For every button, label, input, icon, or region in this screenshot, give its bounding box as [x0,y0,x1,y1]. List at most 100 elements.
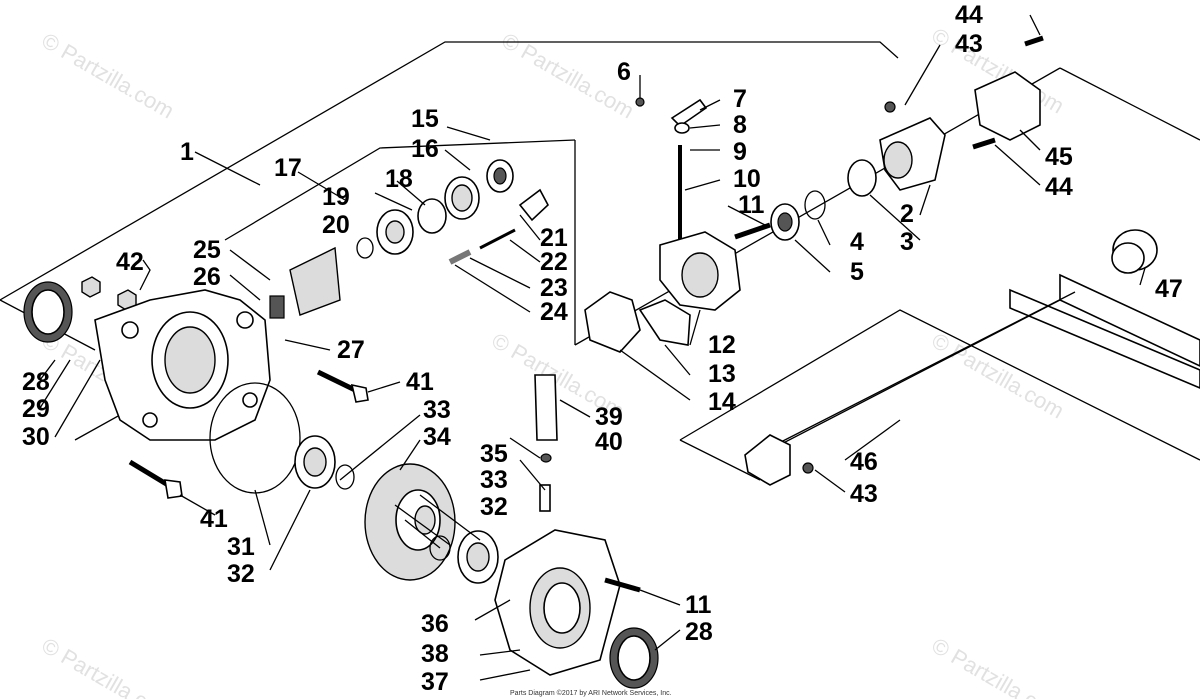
yoke-45 [974,71,1041,141]
callout-5: 5 [850,258,864,286]
callout-30: 30 [22,423,50,451]
callout-46: 46 [850,448,878,476]
callout-25: 25 [193,236,221,264]
callout-34: 34 [423,423,451,451]
spring-23-24 [448,228,516,265]
callout-45: 45 [1045,143,1073,171]
watermark-6: © Partzilla.com [928,328,1069,424]
callout-31: 31 [227,533,255,561]
ring-gear-34 [364,463,456,581]
bearing-19 [376,209,414,255]
callout-3: 3 [900,228,914,256]
shift-fork-21 [518,188,549,222]
o-ring-31 [209,382,301,494]
callout-23: 23 [540,274,568,302]
callout-1: 1 [180,138,194,166]
callout-10: 10 [733,165,761,193]
assembly-17-outline [224,139,576,241]
shaft-46-outline-b [679,439,761,481]
callout-11-lower: 11 [685,591,712,619]
callout-15: 15 [411,105,439,133]
callout-7: 7 [733,85,747,113]
seal-28-left [23,281,73,343]
bolt-11-upper [734,222,771,240]
callout-27: 27 [337,336,365,364]
bearing-15 [486,159,514,193]
callout-4: 4 [850,228,864,256]
bolt-11-lower [604,577,641,593]
callout-19: 19 [322,183,350,211]
callout-32-right: 32 [480,493,508,521]
ring-20 [356,237,374,259]
callout-26: 26 [193,263,221,291]
callout-22: 22 [540,248,568,276]
callout-28-right: 28 [685,618,713,646]
callout-33-lower: 33 [480,466,508,494]
callout-42: 42 [116,248,144,276]
bolt-41-lower [128,459,183,499]
bearing-5 [770,203,800,241]
callout-13: 13 [708,360,736,388]
callout-12: 12 [708,331,736,359]
callout-9: 9 [733,138,747,166]
callout-37: 37 [421,668,449,696]
fitting-35 [539,484,551,512]
callout-36: 36 [421,610,449,638]
shaft-outline-top [1059,67,1200,141]
callout-35: 35 [480,440,508,468]
callout-24: 24 [540,298,568,326]
callout-18: 18 [385,165,413,193]
callout-39: 39 [595,403,623,431]
callout-8: 8 [733,111,747,139]
callout-21: 21 [540,224,568,252]
gasket-13-14 [584,291,691,353]
shaft-46-outline [679,309,1200,461]
callout-2: 2 [900,200,914,228]
callout-16: 16 [411,135,439,163]
callout-41-upper: 41 [406,368,434,396]
housing-12 [659,231,741,311]
callout-33-upper: 33 [423,396,451,424]
callout-38: 38 [421,640,449,668]
callout-43-lower: 43 [850,480,878,508]
seal-3 [847,159,877,197]
screw-6-arm-7 [635,97,708,134]
leader-lines [39,14,1146,681]
assembly-outlines [0,41,1200,481]
seal-28-right [609,627,659,689]
assembly-1-outline-top [0,41,899,301]
callout-11-upper: 11 [738,191,765,219]
breather-39-40 [534,374,558,463]
nut-42 [81,276,137,311]
bolts-43-44 [884,35,1044,150]
gear-housing-26 [94,289,271,441]
flange-2 [879,117,946,191]
bearing-18 [417,198,447,234]
callout-14: 14 [708,388,736,416]
copyright-text: Parts Diagram ©2017 by ARI Network Servi… [510,689,672,697]
drive-shaft-46 [744,273,1200,486]
pinion-gear-25 [269,246,341,319]
callout-17: 17 [274,154,302,182]
callout-28-left: 28 [22,368,50,396]
callout-40: 40 [595,428,623,456]
nut-43-lower [802,462,814,474]
callout-29: 29 [22,395,50,423]
boot-47 [1111,229,1158,274]
ring-33-right [429,535,451,561]
watermark-7: © Partzilla.com [38,633,179,699]
bearing-32-right [457,530,499,584]
cover-36 [494,529,621,676]
callout-41-lower: 41 [200,505,228,533]
callout-6: 6 [617,58,631,86]
bolt-41-upper [316,369,369,403]
watermark-8: © Partzilla.com [928,633,1069,699]
callout-32-left: 32 [227,560,255,588]
callout-44-lower: 44 [1045,173,1073,201]
watermark-1: © Partzilla.com [38,28,179,124]
callout-20: 20 [322,211,350,239]
snap-ring-4 [804,190,826,220]
ring-33-left [335,464,355,490]
